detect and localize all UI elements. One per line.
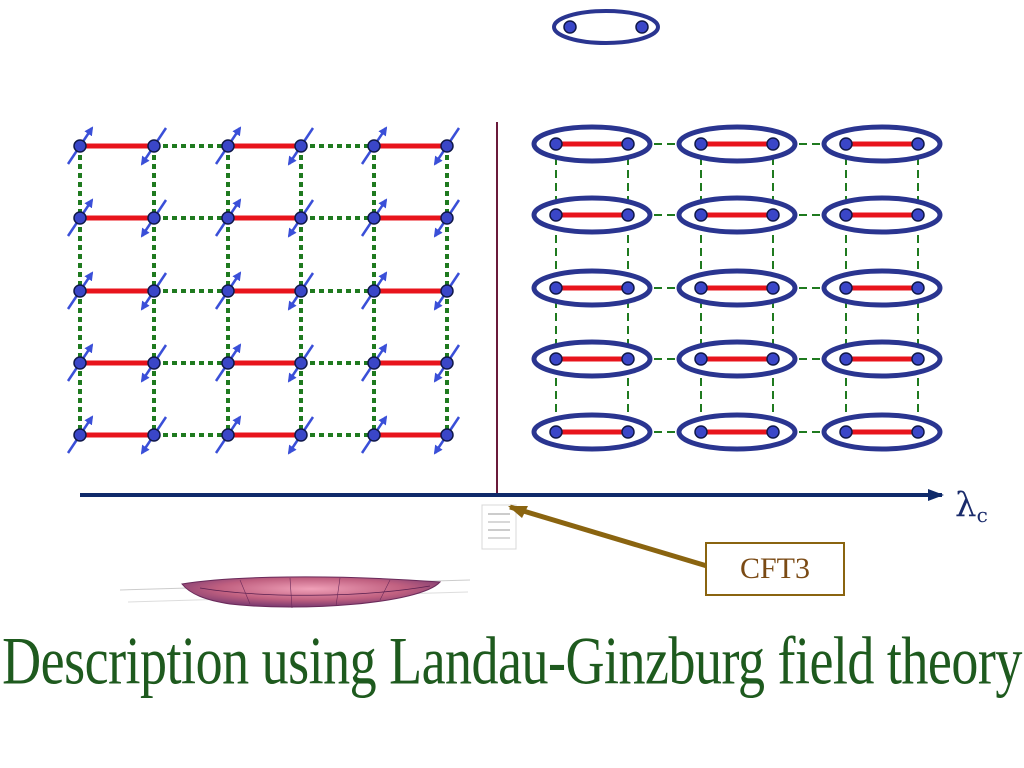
lattice-site (549, 281, 563, 295)
lattice-site (911, 352, 925, 366)
lattice-site (147, 356, 161, 370)
coupling-axis-label: λc (955, 488, 988, 525)
lattice-site (294, 428, 308, 442)
lattice-site (440, 211, 454, 225)
lattice-site (294, 284, 308, 298)
lattice-site (367, 356, 381, 370)
lattice-site (766, 281, 780, 295)
lattice-site (694, 281, 708, 295)
mexican-hat-potential-icon (119, 576, 471, 609)
lattice-site (694, 352, 708, 366)
lattice-site (911, 281, 925, 295)
lattice-site (440, 428, 454, 442)
critical-point-marker (481, 504, 517, 550)
lattice-site (549, 425, 563, 439)
lattice-site (766, 352, 780, 366)
lattice-site (294, 139, 308, 153)
cft-pointer-arrow-head (508, 506, 528, 518)
lattice-site (621, 281, 635, 295)
lattice-site (839, 425, 853, 439)
lattice-site (694, 208, 708, 222)
lattice-site (440, 139, 454, 153)
lattice-site (549, 137, 563, 151)
lattice-site (911, 208, 925, 222)
lattice-site (839, 352, 853, 366)
dimer-singlet-icon (552, 9, 660, 45)
cft3-label: CFT3 (739, 552, 811, 585)
dimer-phase-lattice (531, 124, 943, 452)
lattice-site (839, 281, 853, 295)
lattice-site (694, 137, 708, 151)
lattice-site (766, 425, 780, 439)
lattice-site (621, 352, 635, 366)
lattice-site (221, 139, 235, 153)
lattice-site (440, 284, 454, 298)
lattice-site (147, 211, 161, 225)
cft-pointer-arrow (509, 504, 708, 569)
lattice-site (367, 139, 381, 153)
lattice-site (694, 425, 708, 439)
lattice-site (440, 356, 454, 370)
lambda-subscript: c (976, 503, 988, 527)
lattice-site (766, 137, 780, 151)
lattice-site (147, 284, 161, 298)
lattice-site (221, 211, 235, 225)
lattice-site (73, 139, 87, 153)
lattice-site (839, 137, 853, 151)
lattice-site (621, 208, 635, 222)
lattice-site (73, 284, 87, 298)
lattice-site (549, 352, 563, 366)
lattice-site (221, 428, 235, 442)
lattice-site (911, 137, 925, 151)
lattice-site (147, 428, 161, 442)
lattice-site (621, 137, 635, 151)
lattice-site (294, 211, 308, 225)
slide-title: Description using Landau-Ginzburg field … (2, 623, 1022, 699)
lattice-site (911, 425, 925, 439)
lattice-site (766, 208, 780, 222)
lattice-site (73, 428, 87, 442)
lattice-site (73, 356, 87, 370)
lattice-site (294, 356, 308, 370)
lattice-site (147, 139, 161, 153)
lattice-site (221, 356, 235, 370)
cft3-label-box: CFT3 (705, 542, 845, 596)
lambda-symbol: λ (955, 485, 977, 525)
lattice-site (73, 211, 87, 225)
lattice-site (367, 211, 381, 225)
lattice-site (621, 425, 635, 439)
lattice-site (367, 284, 381, 298)
lattice-site (839, 208, 853, 222)
lattice-site (367, 428, 381, 442)
lattice-site (221, 284, 235, 298)
lattice-site (549, 208, 563, 222)
neel-phase-lattice (66, 126, 461, 455)
